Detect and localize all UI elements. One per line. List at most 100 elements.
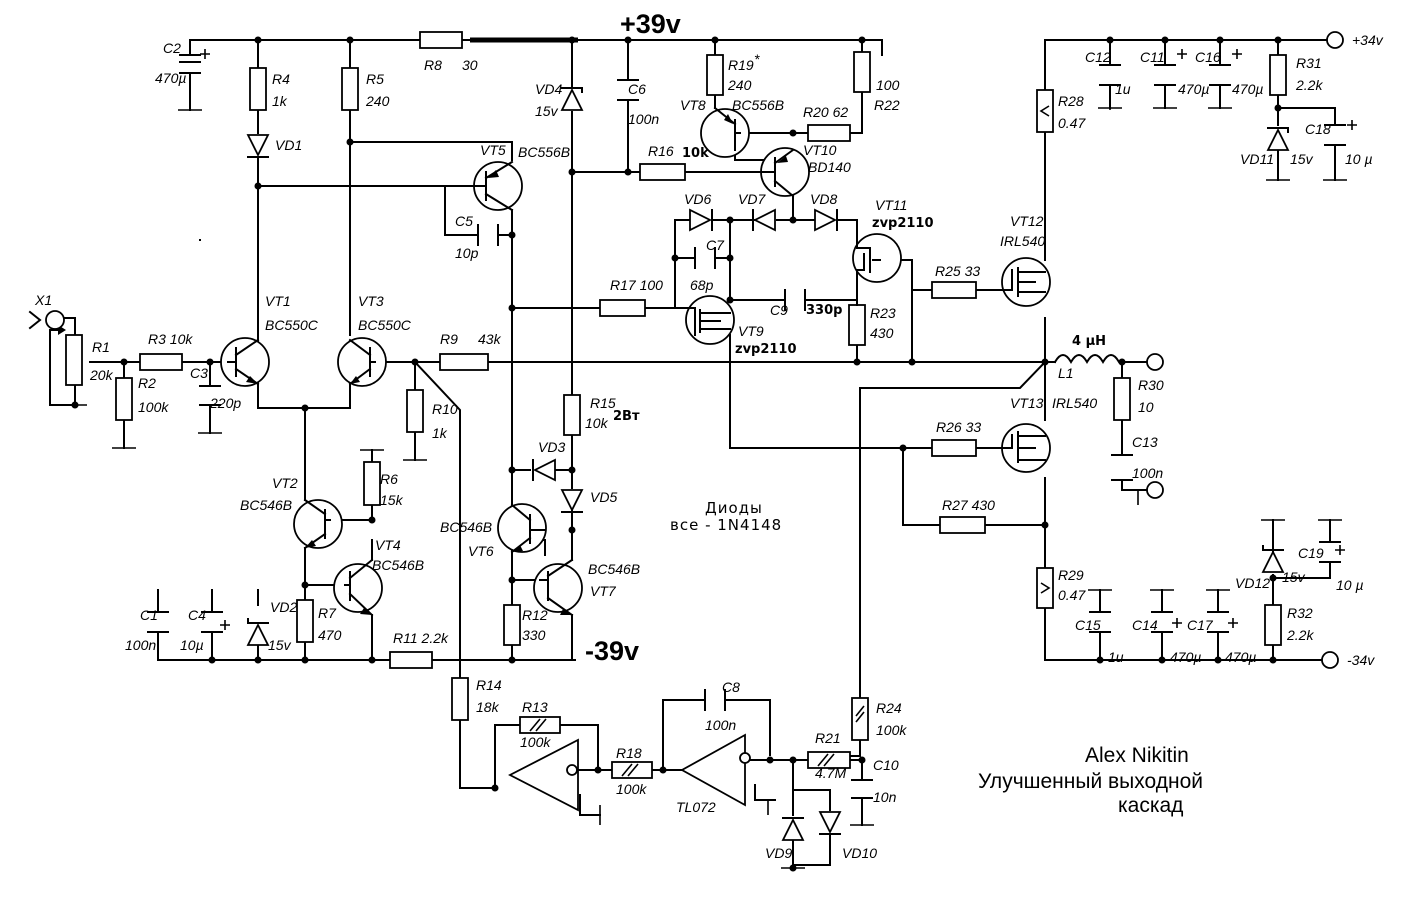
label-vd4: VD4 [535,81,562,97]
label-vt10: VT10 [803,142,837,158]
label-r12-value: 330 [522,627,546,643]
label-c10: C10 [873,757,899,773]
label-vt3: VT3 [358,293,384,309]
label-r3: R3 10k [148,331,193,347]
label-vt6: VT6 [468,543,494,559]
label-c5-value: 10p [455,245,479,261]
label-vd8: VD8 [810,191,837,207]
transistors [220,106,1051,617]
label-c5: C5 [455,213,473,229]
label-vt1: VT1 [265,293,291,309]
label-vt2-type: BC546B [240,497,292,513]
label-r15: R15 [590,395,616,411]
supply-neg-39: -39v [585,636,639,666]
label-r7: R7 [318,605,337,621]
label-x1: X1 [34,292,52,308]
label-r5-value: 240 [365,93,390,109]
label-vt5: VT5 [480,142,506,158]
label-r28-value: 0.47 [1058,115,1086,131]
label-c8-value: 100n [705,717,736,733]
label-r9: R9 [440,331,458,347]
label-vt8-type: BC556B [732,97,784,113]
label-r15-value: 10k [585,415,609,431]
note-diodes: Диоды [705,499,763,517]
label-r1-value: 20k [89,367,114,383]
label-c18: C18 [1305,121,1331,137]
label-c16-value: 470µ [1232,81,1263,97]
label-vt11: VT11 [875,197,907,213]
label-vt13: VT13 [1010,395,1044,411]
label-c9-value: 330p [806,303,842,318]
label-r8: R8 [424,57,442,73]
label-c4: C4 [188,607,206,623]
inductor-l1 [1053,354,1121,365]
label-r20: R20 62 [803,104,848,120]
label-l1: L1 [1058,365,1074,381]
label-vd2-value: 15v [268,637,292,653]
label-vt6-type: BC546B [440,519,492,535]
label-c10-value: 10n [873,789,897,805]
label-r31: R31 [1296,55,1322,71]
label-vd2: VD2 [270,599,297,615]
supply-neg-34: -34v [1347,652,1375,668]
label-c13: C13 [1132,434,1158,450]
diodes [246,87,1290,841]
label-r18: R18 [616,745,642,761]
label-r6: R6 [380,471,398,487]
label-r19-value: 240 [727,77,752,93]
label-vt7: VT7 [590,583,617,599]
labels: +39v -39v +34v -34v X1 R1 20k R2 100k R3… [34,9,1384,861]
label-r23-value: 430 [870,325,894,341]
label-vd4-value: 15v [535,103,559,119]
label-r23: R23 [870,305,896,321]
note-diodes-type: все - 1N4148 [670,516,782,534]
label-vd6: VD6 [684,191,711,207]
label-c11-value: 470µ [1178,81,1209,97]
label-vd9: VD9 [765,845,792,861]
label-r18-value: 100k [616,781,647,797]
label-r10: R10 [432,401,458,417]
label-tl072: TL072 [676,799,716,815]
label-r29: R29 [1058,567,1084,583]
label-c1: C1 [140,607,158,623]
label-c1-value: 100n [125,637,156,653]
label-c12: C12 [1085,49,1111,65]
label-r5: R5 [366,71,384,87]
label-c3: C3 [190,365,208,381]
label-c14: C14 [1132,617,1158,633]
label-vd12: VD12 [1235,575,1270,591]
label-r32: R32 [1287,605,1313,621]
connectors [28,31,1344,669]
label-r17: R17 100 [610,277,663,293]
label-r19-star: * [754,51,760,67]
label-r6-value: 15k [380,492,404,508]
label-r29-value: 0.47 [1058,587,1086,603]
label-vt12-type: IRL540 [1000,233,1045,249]
label-r13-value: 100k [520,734,551,750]
supply-pos-34: +34v [1352,32,1384,48]
label-r4-value: 1k [272,93,288,109]
label-r19: R19 [728,57,754,73]
label-vt9: VT9 [738,323,764,339]
label-r13: R13 [522,699,548,715]
label-r2: R2 [138,375,156,391]
resistors [49,31,1287,779]
label-r1: R1 [92,339,110,355]
label-c15: C15 [1075,617,1101,633]
label-r14-value: 18k [476,699,500,715]
label-r22: R22 [874,97,900,113]
label-vt8: VT8 [680,97,706,113]
label-c9: C9 [770,302,788,318]
label-vd10: VD10 [842,845,877,861]
label-c7: C7 [706,237,725,253]
label-r25: R25 33 [935,263,980,279]
label-r28: R28 [1058,93,1084,109]
label-r21-value: 4.7M [815,765,846,781]
label-c11: C11 [1140,49,1165,65]
label-l1-value: 4 µH [1072,334,1106,349]
label-vt3-type: BC550C [358,317,412,333]
label-r14: R14 [476,677,502,693]
label-vt2: VT2 [272,475,298,491]
label-c3-value: 220p [209,395,241,411]
